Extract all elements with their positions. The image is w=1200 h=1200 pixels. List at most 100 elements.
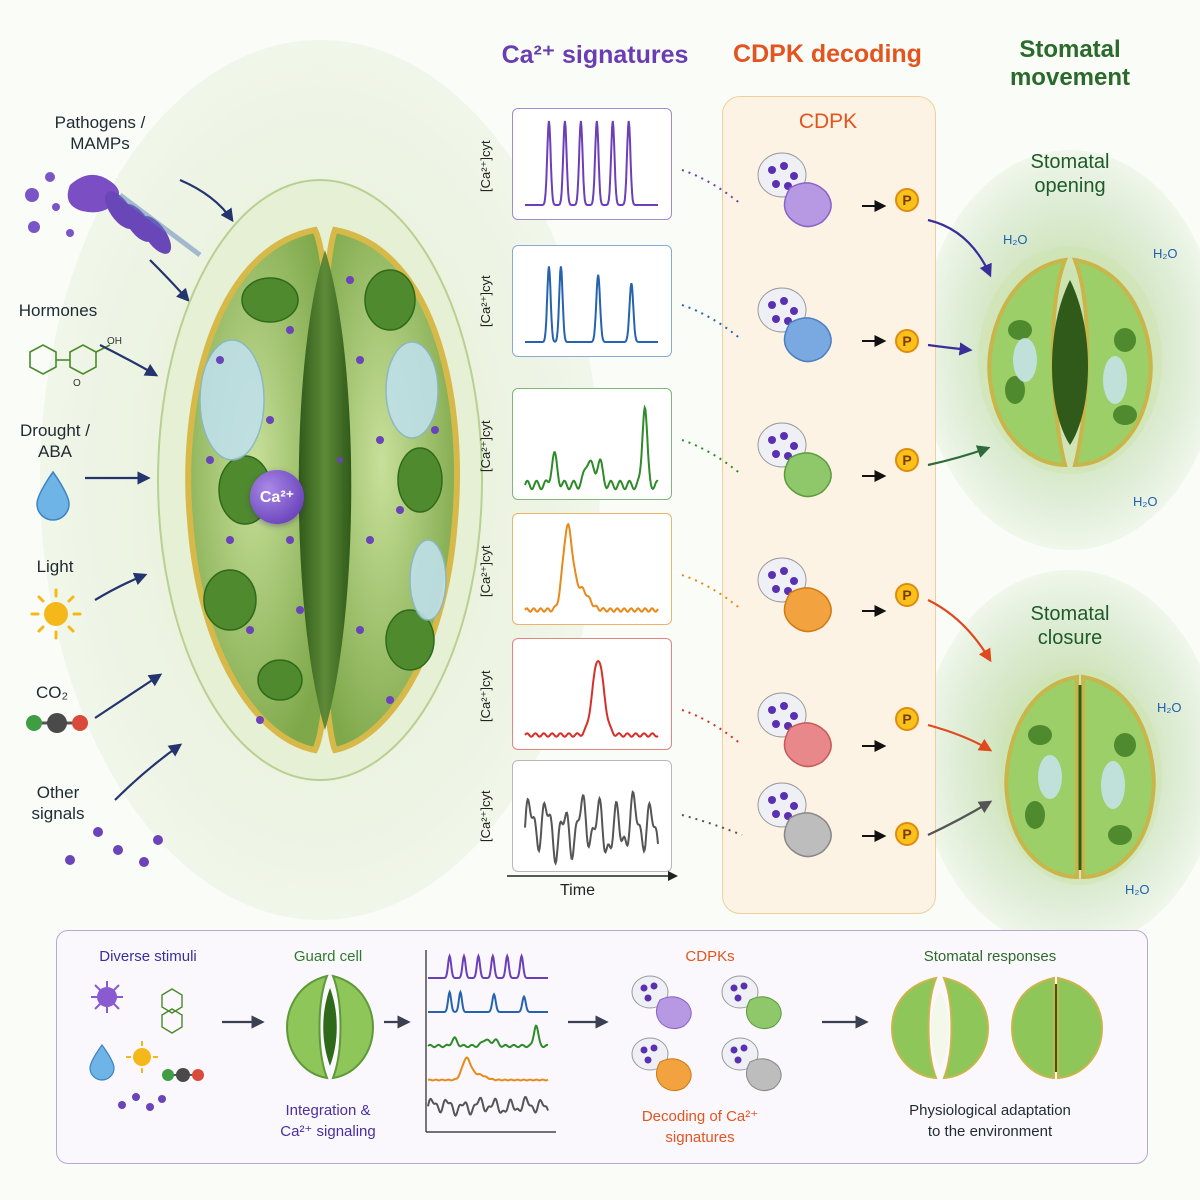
phospho-badge: P — [895, 583, 919, 607]
other-line2: signals — [31, 804, 85, 823]
other-line1: Other — [36, 783, 80, 802]
phospho-badge: P — [895, 188, 919, 212]
trace-line — [427, 1056, 549, 1082]
pathogens-line2: MAMPs — [70, 134, 130, 153]
summary-guard-cell-label: Guard cell — [293, 948, 363, 965]
water-drop-icon — [36, 470, 70, 521]
co2-molecule-icon — [26, 713, 88, 733]
trace-box-purple — [512, 108, 672, 220]
stimulus-hormones-label: Hormones — [18, 301, 98, 320]
trace-ylabel: [Ca²⁺]cyt — [478, 140, 493, 192]
trace-line — [524, 790, 659, 866]
trace-blue — [525, 266, 658, 343]
mini-trace — [427, 1024, 549, 1049]
other-signal-dots-icon — [65, 827, 163, 867]
decoding-line2: signatures — [665, 1129, 735, 1146]
stimulus-co2-label: CO₂ — [35, 683, 69, 702]
physio-line2: to the environment — [927, 1123, 1053, 1140]
trace-red — [524, 659, 659, 738]
svg-text:OH: OH — [107, 336, 122, 347]
water-label-open-1: H₂O — [1003, 232, 1028, 247]
decoding-line1: Decoding of Ca²⁺ — [641, 1108, 759, 1125]
trace-ylabel: [Ca²⁺]cyt — [478, 545, 493, 597]
closed-stoma-diagram — [998, 669, 1162, 885]
summary-stomata-icons — [890, 976, 1104, 1080]
summary-flow-arrows — [222, 1015, 869, 1029]
stomatal-opening-title: Stomatal opening — [995, 150, 1145, 198]
stomatal-movement-line2: movement — [1009, 64, 1131, 91]
drought-line2: ABA — [37, 442, 73, 461]
trace-line — [525, 266, 658, 343]
pathogens-line1: Pathogens / — [54, 113, 146, 132]
stimulus-pathogens-label: Pathogens / MAMPs — [20, 112, 180, 154]
water-label-open-2: H₂O — [1153, 246, 1178, 261]
closure-line1: Stomatal — [1030, 603, 1110, 625]
svg-text:O: O — [73, 378, 81, 389]
ca-signatures-header: Ca²⁺ signatures — [501, 41, 689, 69]
time-axis-arrow — [507, 871, 678, 881]
summary-cdpk-icons — [631, 975, 782, 1092]
cdpk-panel — [722, 96, 936, 914]
summary-stimuli-icons — [89, 981, 204, 1111]
phospho-label: P — [902, 452, 912, 468]
summary-cdpks-label: CDPKs — [685, 948, 735, 965]
trace-ylabel: [Ca²⁺]cyt — [478, 275, 493, 327]
phospho-label: P — [902, 826, 912, 842]
phospho-badge: P — [895, 329, 919, 353]
phospho-label: P — [902, 711, 912, 727]
phospho-badge: P — [895, 822, 919, 846]
mini-trace — [428, 953, 548, 979]
trace-box-green — [512, 388, 672, 500]
pathogen-icon — [25, 172, 202, 257]
stomatal-movement-line1: Stomatal — [1019, 36, 1121, 63]
trace-gray — [524, 790, 659, 866]
trace-box-red — [512, 638, 672, 750]
opening-line1: Stomatal — [1030, 151, 1110, 173]
trace-box-blue — [512, 245, 672, 357]
cdpk-row-blue — [681, 287, 887, 363]
guard-cell-diagram — [157, 179, 483, 781]
trace-purple — [525, 120, 658, 206]
phospho-badge: P — [895, 707, 919, 731]
trace-ylabel: [Ca²⁺]cyt — [478, 670, 493, 722]
water-label-open-3: H₂O — [1133, 494, 1158, 509]
summary-integration-label: Integration & Ca²⁺ signaling — [258, 1100, 398, 1142]
cdpk-row-orange — [681, 557, 887, 633]
cdpk-row-red — [681, 692, 887, 768]
trace-ylabel: [Ca²⁺]cyt — [478, 420, 493, 472]
integration-line1: Integration & — [285, 1102, 371, 1119]
water-label-closed-2: H₂O — [1125, 882, 1150, 897]
trace-line — [428, 989, 548, 1013]
stimulus-other-label: Other signals — [18, 782, 98, 824]
water-label-closed-1: H₂O — [1157, 700, 1182, 715]
time-axis-label: Time — [560, 882, 595, 899]
mini-trace — [428, 989, 548, 1013]
summary-mini-traces — [425, 950, 556, 1133]
closure-line2: closure — [1037, 627, 1103, 649]
summary-diverse-stimuli: Diverse stimuli — [99, 948, 197, 965]
trace-line — [524, 404, 659, 491]
trace-line — [428, 953, 548, 979]
phospho-label: P — [902, 587, 912, 603]
stimulus-light-label: Light — [36, 557, 74, 576]
summary-stomatal-responses-label: Stomatal responses — [923, 948, 1057, 965]
outcome-arrows — [927, 218, 993, 836]
cdpk-rows — [681, 152, 887, 858]
trace-box-orange — [512, 513, 672, 625]
trace-ylabel: [Ca²⁺]cyt — [478, 790, 493, 842]
integration-line2: Ca²⁺ signaling — [280, 1123, 376, 1140]
hormone-molecule-icon: OH O — [29, 336, 122, 389]
trace-line — [427, 1024, 549, 1049]
trace-box-gray — [512, 760, 672, 872]
stomatal-closure-title: Stomatal closure — [995, 602, 1145, 650]
phospho-label: P — [902, 333, 912, 349]
stomatal-movement-header: Stomatal movement — [990, 36, 1150, 92]
trace-line — [524, 522, 659, 613]
summary-decoding-label: Decoding of Ca²⁺ signatures — [610, 1106, 790, 1148]
sun-icon — [30, 588, 82, 640]
mini-trace — [427, 1056, 549, 1082]
trace-line — [427, 1095, 549, 1117]
summary-guard-cell-icon — [285, 974, 375, 1080]
trace-orange — [524, 522, 659, 613]
cdpk-row-purple — [681, 152, 887, 228]
